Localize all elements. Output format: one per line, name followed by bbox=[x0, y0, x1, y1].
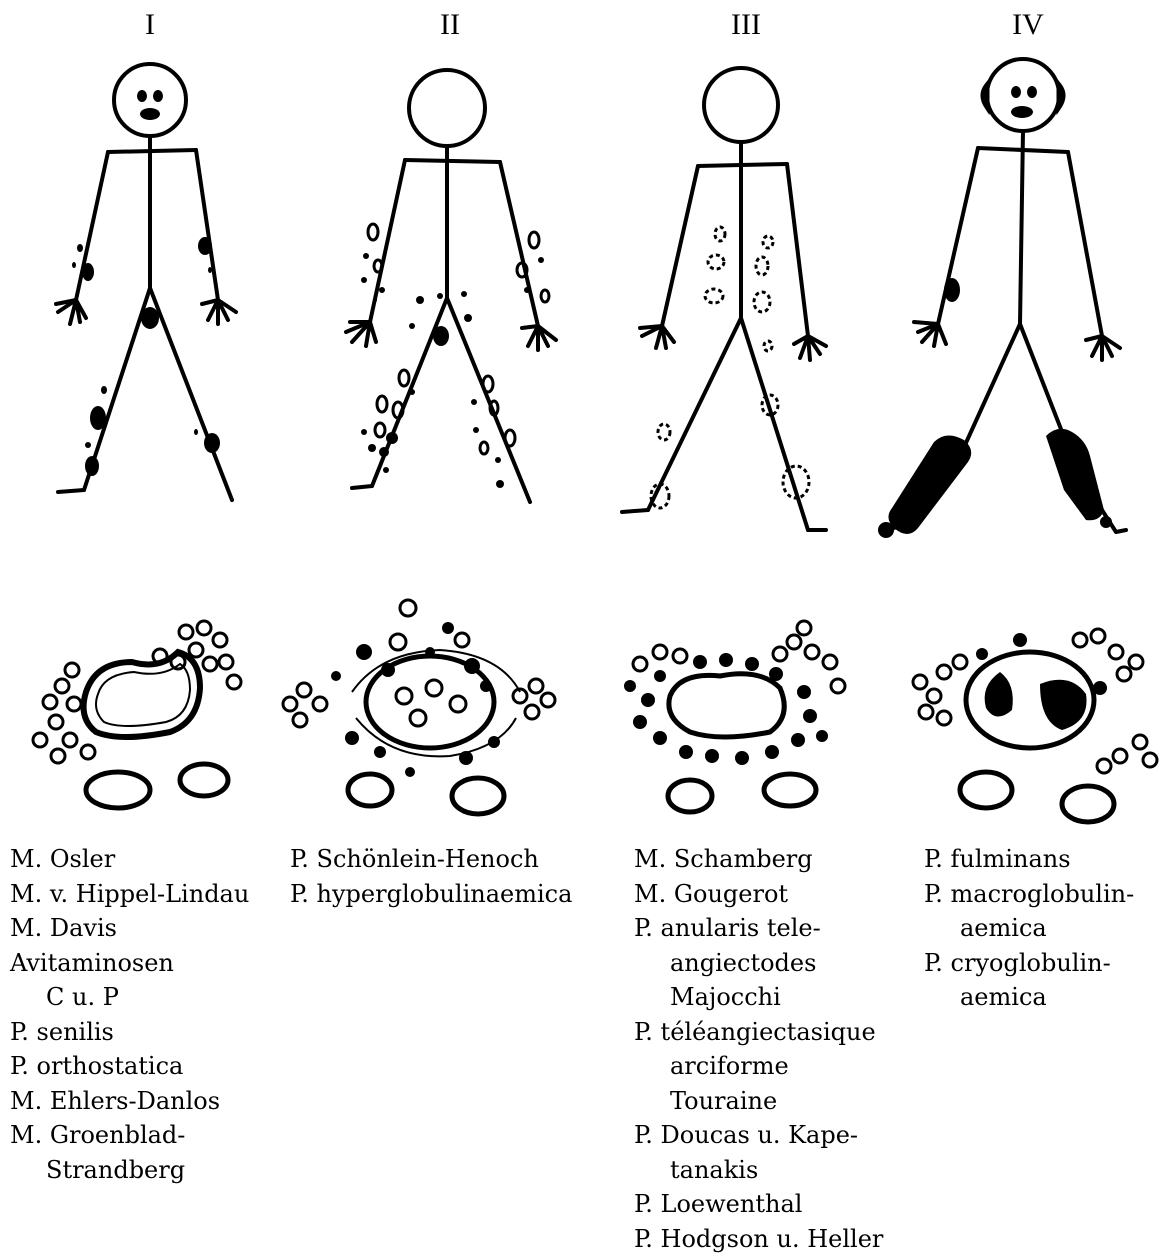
disease-item: M. Davis bbox=[10, 911, 249, 946]
disease-item: P. anularis tele- bbox=[634, 911, 883, 946]
disease-item: P. Hodgson u. Heller bbox=[634, 1222, 883, 1256]
disease-item: M. Schamberg bbox=[634, 842, 883, 877]
disease-item: P. orthostatica bbox=[10, 1049, 249, 1084]
disease-item: Touraine bbox=[634, 1084, 883, 1119]
disease-item: P. hyperglobulinaemica bbox=[290, 877, 572, 912]
disease-item: P. senilis bbox=[10, 1015, 249, 1050]
disease-item: tanakis bbox=[634, 1153, 883, 1188]
disease-item: aemica bbox=[924, 980, 1134, 1015]
disease-item: P. Schönlein-Henoch bbox=[290, 842, 572, 877]
disease-item: Avitaminosen bbox=[10, 946, 249, 981]
disease-list-iii: M. Schamberg M. Gougerot P. anularis tel… bbox=[634, 842, 883, 1256]
vessel-panel-i bbox=[33, 621, 241, 808]
disease-item: P. cryoglobulin- bbox=[924, 946, 1134, 981]
disease-item: P. fulminans bbox=[924, 842, 1134, 877]
disease-item: M. Groenblad- bbox=[10, 1118, 249, 1153]
disease-item: M. Osler bbox=[10, 842, 249, 877]
disease-item: P. Doucas u. Kape- bbox=[634, 1118, 883, 1153]
disease-item: angiectodes bbox=[634, 946, 883, 981]
lesions-figure-i bbox=[72, 237, 220, 476]
disease-list-ii: P. Schönlein-Henoch P. hyperglobulinaemi… bbox=[290, 842, 572, 911]
disease-item: P. macroglobulin- bbox=[924, 877, 1134, 912]
stick-figure-iii bbox=[622, 68, 826, 530]
lesions-figure-ii bbox=[361, 224, 549, 488]
disease-item: aemica bbox=[924, 911, 1134, 946]
disease-item: arciforme bbox=[634, 1049, 883, 1084]
lesions-figure-iv bbox=[878, 278, 1112, 538]
disease-item: M. v. Hippel-Lindau bbox=[10, 877, 249, 912]
vessel-illustrations bbox=[0, 592, 1171, 832]
disease-item: Strandberg bbox=[10, 1153, 249, 1188]
disease-item: M. Ehlers-Danlos bbox=[10, 1084, 249, 1119]
vessel-panel-ii bbox=[283, 600, 555, 814]
stick-figures bbox=[0, 0, 1171, 560]
disease-item: Majocchi bbox=[634, 980, 883, 1015]
disease-list-i: M. Osler M. v. Hippel-Lindau M. Davis Av… bbox=[10, 842, 249, 1187]
disease-item: C u. P bbox=[10, 980, 249, 1015]
disease-list-iv: P. fulminans P. macroglobulin- aemica P.… bbox=[924, 842, 1134, 1015]
disease-item: P. téléangiectasique bbox=[634, 1015, 883, 1050]
vessel-panel-iv bbox=[913, 629, 1157, 822]
disease-item: P. Loewenthal bbox=[634, 1187, 883, 1222]
disease-item: M. Gougerot bbox=[634, 877, 883, 912]
